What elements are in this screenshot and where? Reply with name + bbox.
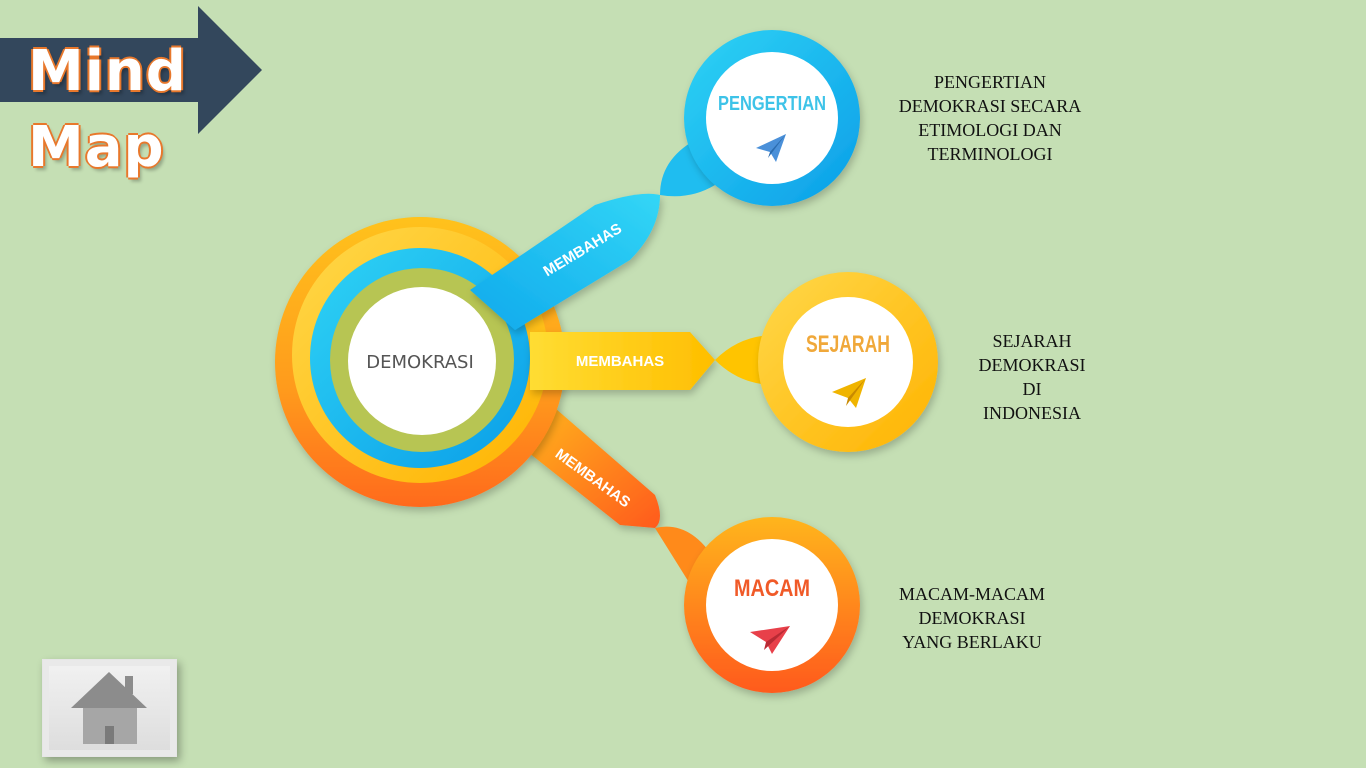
title-line-1: Mind	[28, 39, 187, 104]
title-arrow	[0, 6, 262, 134]
title-line-2: Map	[28, 115, 165, 180]
node-pengertian-label: PENGERTIAN	[718, 93, 826, 115]
home-icon	[71, 672, 147, 744]
connector-middle: MEMBAHAS	[530, 332, 775, 390]
connector-top: MEMBAHAS	[470, 140, 715, 330]
connector-middle-label: MEMBAHAS	[576, 353, 664, 370]
center-label: DEMOKRASI	[366, 352, 474, 373]
description-sejarah: SEJARAH DEMOKRASI DI INDONESIA	[978, 331, 1086, 423]
paper-plane-icon	[756, 134, 786, 162]
paper-plane-icon	[750, 626, 790, 654]
home-button[interactable]	[42, 659, 177, 757]
node-macam-label: MACAM	[734, 575, 810, 602]
node-pengertian: PENGERTIAN	[684, 30, 860, 206]
node-macam: MACAM	[684, 517, 860, 693]
description-macam: MACAM-MACAM DEMOKRASI YANG BERLAKU	[898, 584, 1046, 652]
description-pengertian: PENGERTIAN DEMOKRASI SECARA ETIMOLOGI DA…	[898, 72, 1082, 164]
node-sejarah: SEJARAH	[758, 272, 938, 452]
paper-plane-icon	[832, 378, 866, 408]
center-node: DEMOKRASI	[275, 217, 565, 507]
node-sejarah-label: SEJARAH	[806, 331, 890, 358]
